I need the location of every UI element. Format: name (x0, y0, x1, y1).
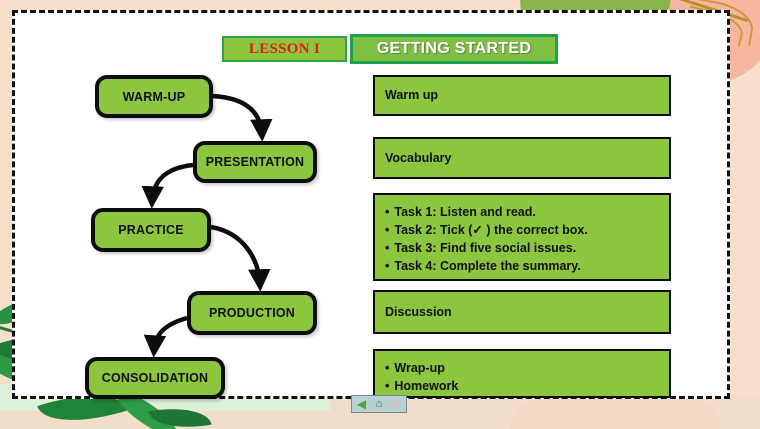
bullet-icon: • (385, 205, 390, 219)
lesson-topic-badge: GETTING STARTED (350, 34, 558, 64)
list-item-label: Homework (394, 379, 459, 394)
content-box-wrapup: • Wrap-up • Homework (373, 349, 671, 398)
slide-navigation-bar[interactable]: ◀ ⌂ ▷ (351, 395, 407, 413)
flow-step-production[interactable]: PRODUCTION (187, 291, 317, 335)
list-item-label: Task 4: Complete the summary. (394, 259, 581, 274)
bullet-icon: • (385, 259, 390, 274)
content-title: Discussion (385, 304, 452, 319)
previous-slide-icon[interactable]: ◀ (356, 397, 367, 411)
flow-step-warm-up[interactable]: WARM-UP (95, 75, 213, 118)
next-slide-icon[interactable]: ▷ (391, 397, 402, 411)
list-item: • Task 3: Find five social issues. (385, 239, 659, 257)
content-box-warm-up: Warm up (373, 75, 671, 116)
list-item: • Task 4: Complete the summary. (385, 257, 659, 275)
flow-step-consolidation[interactable]: CONSOLIDATION (85, 357, 225, 399)
list-item: • Task 1: Listen and read. (385, 203, 659, 221)
lesson-label-badge: LESSON I (222, 36, 347, 62)
bullet-icon: • (385, 241, 390, 256)
bullet-icon: • (385, 223, 390, 238)
wrapup-list: • Wrap-up • Homework (385, 359, 659, 395)
flow-step-presentation[interactable]: PRESENTATION (193, 141, 317, 183)
slide-canvas: LESSON I GETTING STARTED WARM-UP PRESENT… (12, 10, 730, 399)
home-icon[interactable]: ⌂ (375, 397, 383, 410)
list-item-label: Wrap-up (394, 361, 445, 375)
list-item-label: Task 1: Listen and read. (394, 205, 536, 219)
content-box-discussion: Discussion (373, 290, 671, 334)
list-item-label: Task 2: Tick (✓ ) the correct box. (394, 223, 588, 238)
list-item: • Wrap-up (385, 359, 659, 377)
flow-arrows (141, 93, 273, 358)
list-item: • Homework (385, 377, 659, 395)
task-list: • Task 1: Listen and read. • Task 2: Tick … (385, 203, 659, 276)
list-item-label: Task 3: Find five social issues. (394, 241, 577, 256)
content-title: Warm up (385, 88, 439, 103)
list-item: • Task 2: Tick (✓ ) the correct box. (385, 221, 659, 239)
content-box-vocabulary: Vocabulary (373, 137, 671, 179)
flow-step-practice[interactable]: PRACTICE (91, 208, 211, 252)
content-title: Vocabulary (385, 150, 452, 165)
bullet-icon: • (385, 379, 390, 394)
leaf-icon (148, 400, 212, 429)
content-box-tasks: • Task 1: Listen and read. • Task 2: Tick … (373, 193, 671, 281)
bullet-icon: • (385, 361, 390, 375)
